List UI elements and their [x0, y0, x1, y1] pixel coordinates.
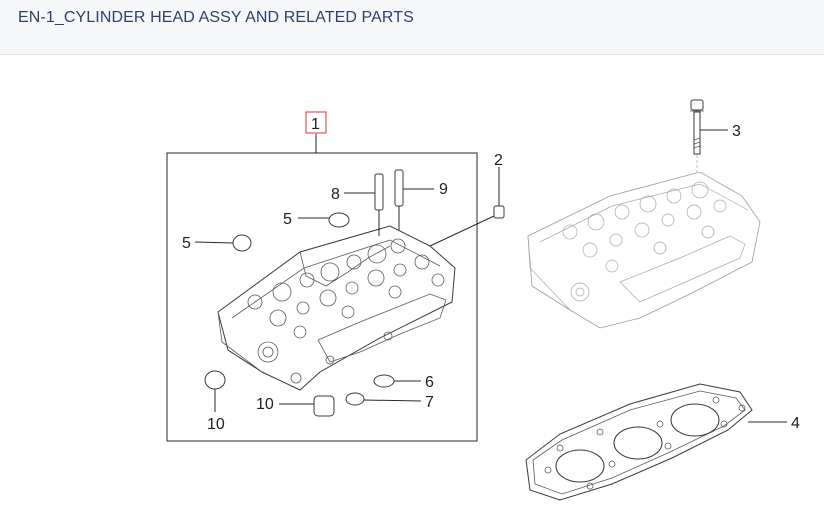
page-title: EN-1_CYLINDER HEAD ASSY AND RELATED PART… [18, 9, 414, 26]
part-5-cap-a [328, 212, 350, 228]
callout-7[interactable]: 7 [425, 394, 434, 411]
part-10-seal-b [204, 370, 226, 390]
assembled-head-drawing [527, 155, 761, 329]
callout-4[interactable]: 4 [791, 415, 800, 432]
callout-10a[interactable]: 10 [256, 396, 274, 413]
callout-5a[interactable]: 5 [283, 211, 292, 228]
assembly-frame [166, 152, 478, 442]
part-4-gasket [525, 383, 753, 501]
callout-10b[interactable]: 10 [207, 416, 225, 433]
part-7-seal [345, 392, 365, 406]
callout-1-highlight[interactable] [305, 111, 327, 134]
callout-9[interactable]: 9 [439, 181, 448, 198]
callout-6[interactable]: 6 [425, 374, 434, 391]
page-header: EN-1_CYLINDER HEAD ASSY AND RELATED PART… [0, 0, 824, 55]
cylinder-head-drawing [217, 225, 456, 391]
callout-8[interactable]: 8 [331, 186, 340, 203]
part-5-cap-b [232, 234, 252, 252]
parts-diagram: 1 8 9 2 [166, 99, 800, 501]
part-3-bolt [690, 99, 704, 155]
part-8-pin [374, 173, 384, 211]
part-2-plug [493, 205, 505, 219]
callout-2[interactable]: 2 [494, 152, 503, 169]
callout-3[interactable]: 3 [732, 123, 741, 140]
callout-5b[interactable]: 5 [182, 235, 191, 252]
part-6-seal [373, 374, 395, 388]
callout-1[interactable]: 1 [311, 116, 320, 133]
part-10-seal-a [313, 395, 335, 417]
part-9-pin [394, 169, 404, 207]
